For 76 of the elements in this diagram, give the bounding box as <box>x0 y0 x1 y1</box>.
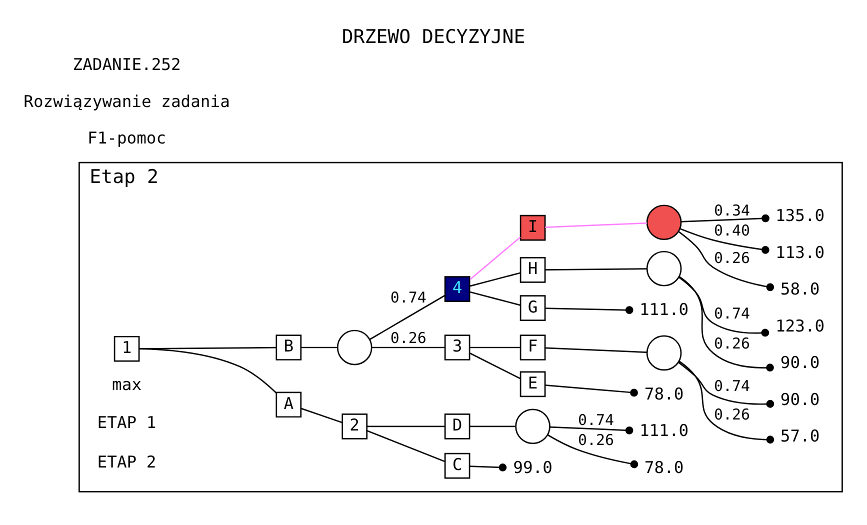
node-text: 123.0 <box>775 316 825 336</box>
connector <box>300 408 343 424</box>
node-box: 4 <box>444 276 470 302</box>
label: F1-pomoc <box>88 128 166 148</box>
node-box: F <box>520 334 546 360</box>
connector <box>370 295 445 340</box>
connector <box>470 346 520 348</box>
label: Rozwiązywanie zadania <box>24 92 230 111</box>
edge-label: 0.34 <box>714 201 750 220</box>
edge-label: 0.74 <box>390 288 426 306</box>
connector <box>139 346 276 350</box>
connector <box>470 426 516 428</box>
connector <box>301 346 338 348</box>
connector <box>550 426 634 434</box>
label: ETAP 2 <box>97 452 156 472</box>
node-circle <box>515 408 550 444</box>
node-box: 1 <box>114 336 140 362</box>
connector <box>470 236 521 280</box>
node-box: C <box>444 452 470 479</box>
node-text: 90.0 <box>780 353 820 372</box>
node-text: 113.0 <box>775 242 825 262</box>
node-text: 90.0 <box>780 390 820 409</box>
node-box: G <box>520 295 546 321</box>
edge-label: 0.26 <box>714 248 750 267</box>
connector <box>470 464 507 472</box>
edge-label: 0.26 <box>714 405 750 424</box>
connector <box>470 272 521 287</box>
connector <box>545 306 634 314</box>
connector <box>545 268 648 271</box>
edge-label: 0.26 <box>578 431 614 450</box>
edge-label: 0.26 <box>390 329 426 348</box>
connector <box>678 276 770 337</box>
node-text: 78.0 <box>644 384 684 404</box>
node-circle <box>646 204 682 240</box>
node-text: 58.0 <box>780 280 820 299</box>
edge-label: 0.74 <box>714 304 750 323</box>
connector <box>366 430 445 462</box>
edge-label: 0.40 <box>714 222 750 240</box>
node-box: E <box>520 371 546 398</box>
connector <box>545 384 638 397</box>
connector <box>367 426 444 428</box>
node-box: D <box>444 413 470 440</box>
node-text: 78.0 <box>644 458 684 477</box>
node-text: 111.0 <box>639 421 689 440</box>
edge-label: 0.26 <box>714 334 750 353</box>
node-box: H <box>520 257 546 283</box>
connector <box>678 360 774 444</box>
node-circle <box>646 335 682 371</box>
connector <box>545 347 648 353</box>
node-circle <box>646 250 682 286</box>
connector <box>372 346 445 348</box>
connector <box>470 291 521 306</box>
node-box: B <box>276 334 302 360</box>
connector <box>681 214 770 222</box>
node-box: I <box>520 214 546 241</box>
connector <box>680 228 770 254</box>
connector <box>678 276 774 372</box>
connector <box>545 222 648 228</box>
label: max <box>112 374 142 394</box>
node-box: 2 <box>342 413 368 440</box>
diagram-title: DRZEWO DECYZYJNE <box>342 26 526 48</box>
node-box: A <box>276 392 302 418</box>
node-box: 3 <box>444 334 470 360</box>
edge-label: 0.74 <box>578 410 614 429</box>
label: ETAP 1 <box>97 412 156 432</box>
connector <box>678 362 774 408</box>
connector <box>470 352 521 380</box>
node-circle <box>336 330 372 366</box>
node-text: 135.0 <box>775 206 825 226</box>
connector <box>547 434 638 468</box>
label: ZADANIE.252 <box>72 55 181 74</box>
node-text: 57.0 <box>780 426 820 446</box>
node-text: 111.0 <box>639 300 689 319</box>
edge-label: 0.74 <box>714 376 750 395</box>
node-text: 99.0 <box>513 458 552 477</box>
connector <box>678 231 774 292</box>
